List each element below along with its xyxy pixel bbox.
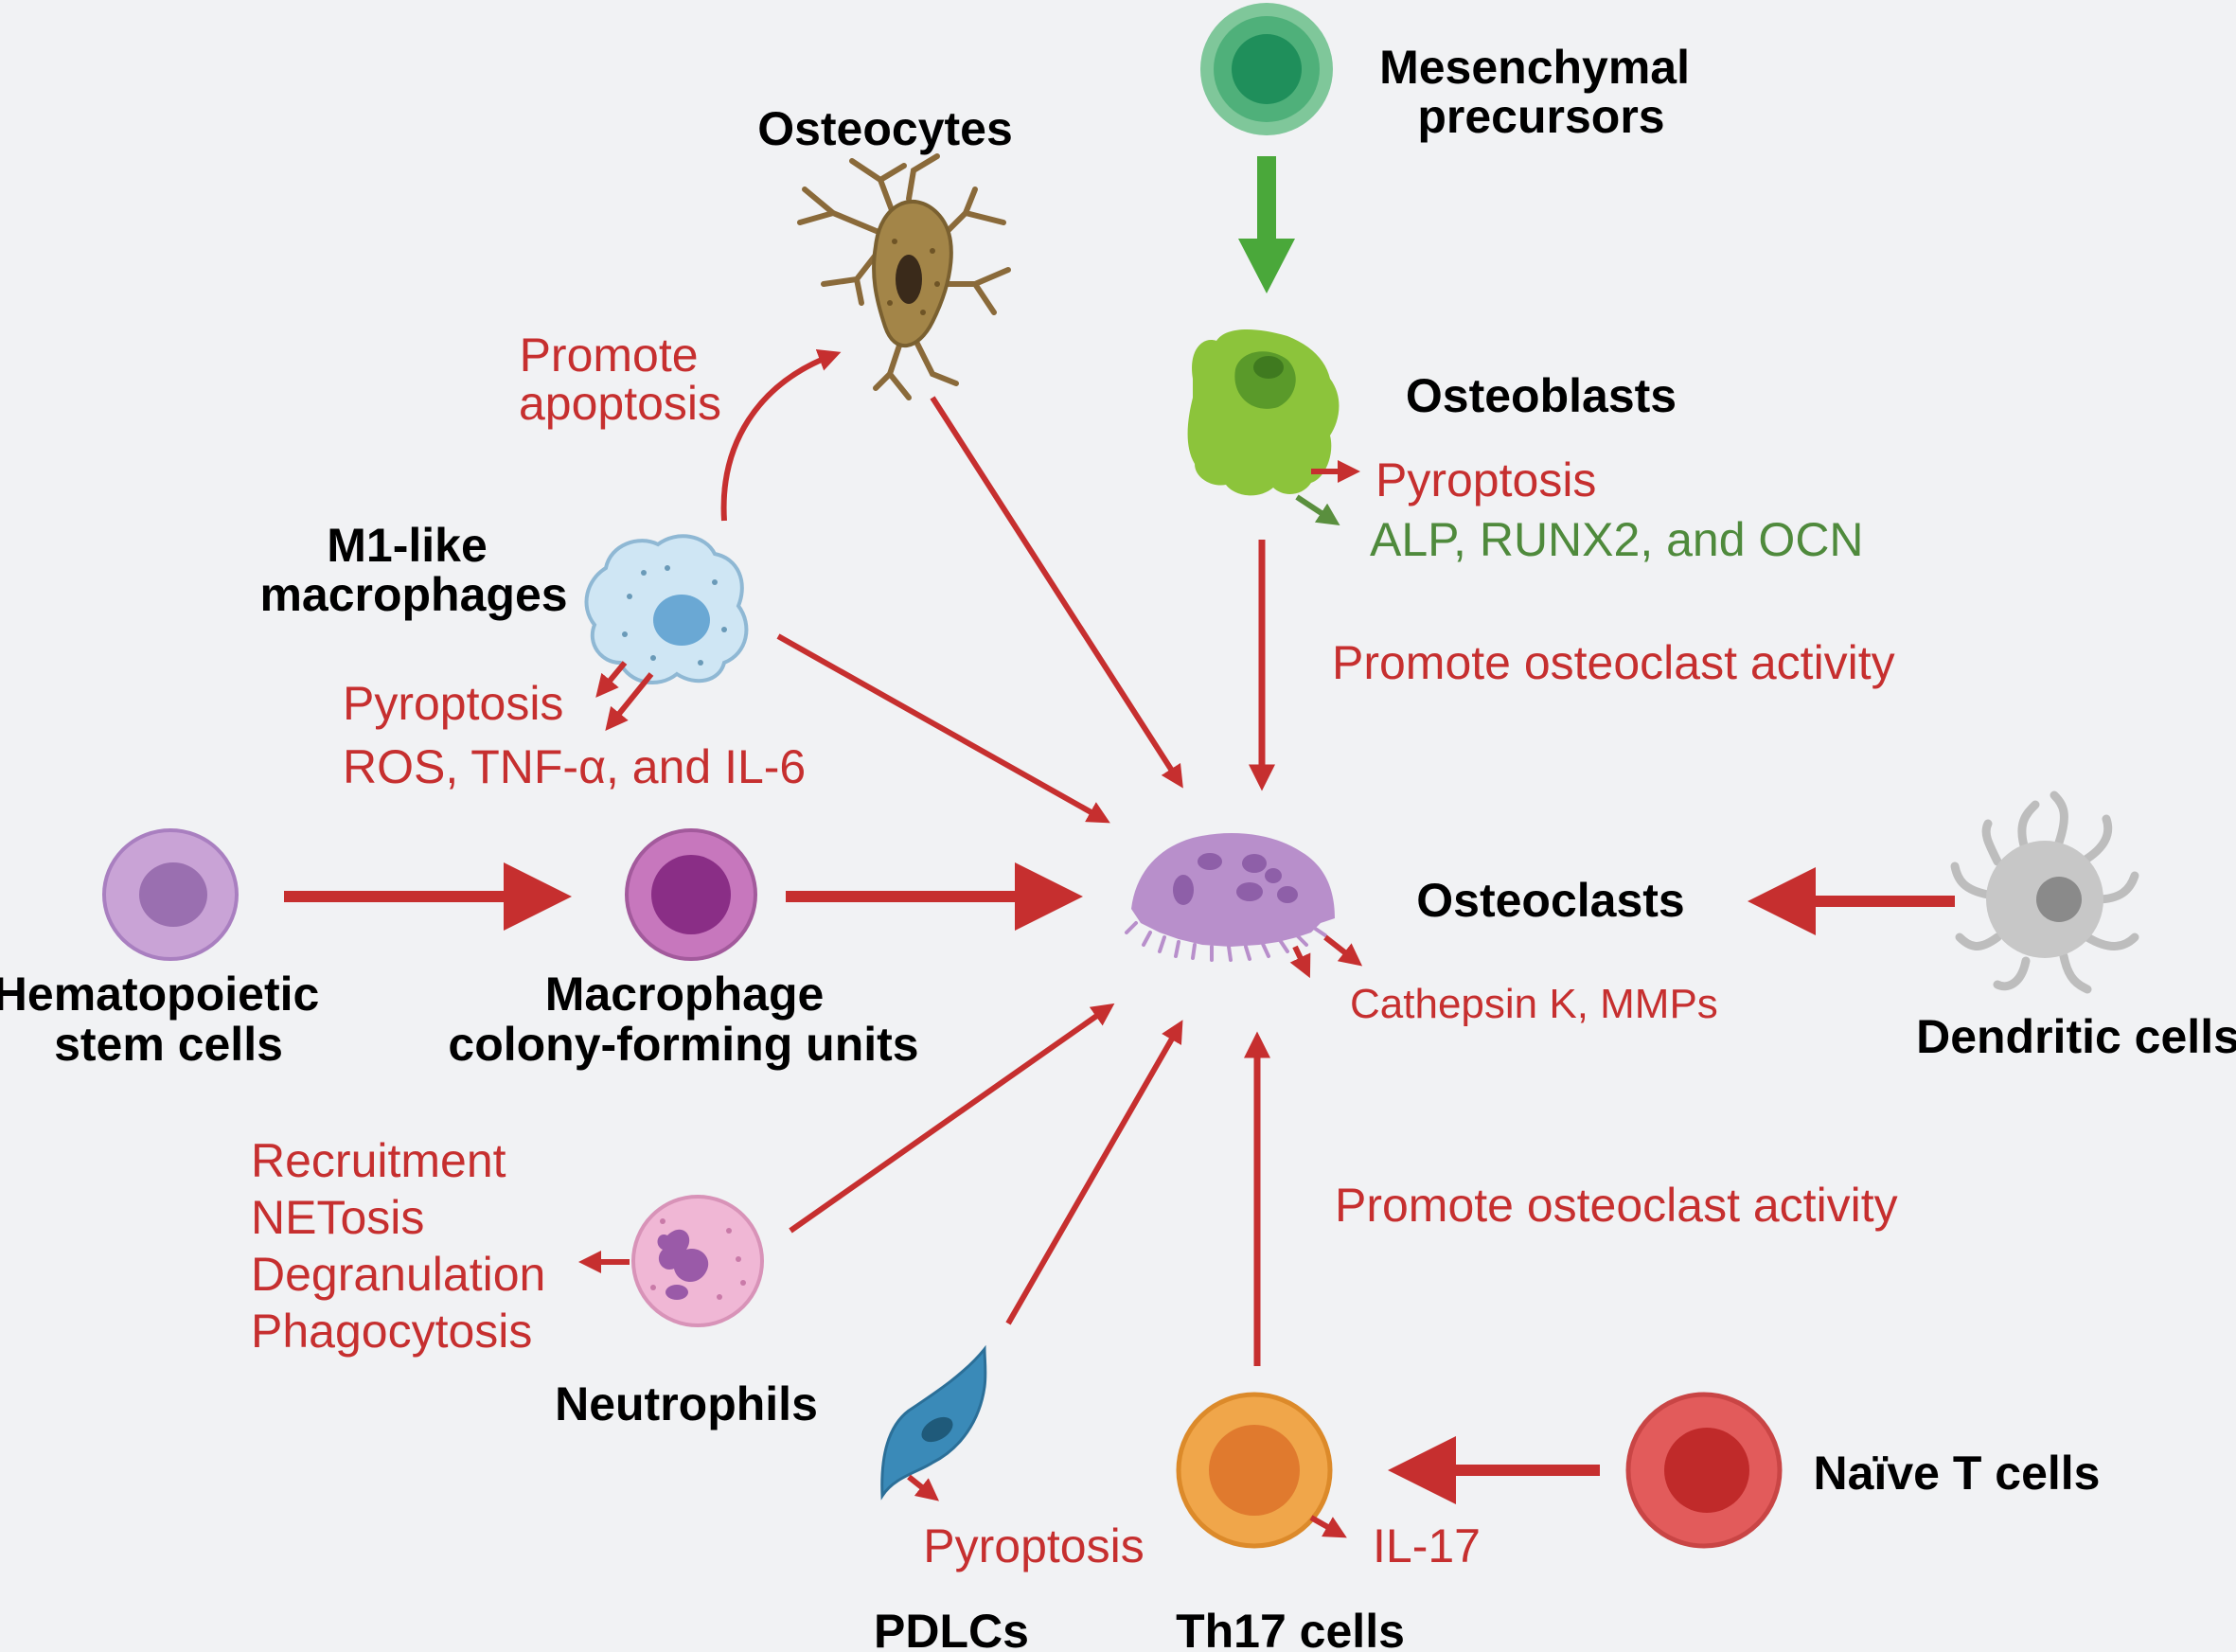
mesenchymal-label: Mesenchymal precursors xyxy=(1379,41,1703,143)
neutrophil-effects-label: Recruitment NETosis Degranulation Phagoc… xyxy=(251,1134,559,1358)
m1-macrophages-line1: M1-like xyxy=(327,519,488,572)
macrophage-cytokines-label: ROS, TNF-α, and IL-6 xyxy=(343,740,806,793)
osteoblast-cell-icon xyxy=(1187,329,1340,496)
mesenchymal-precursor-cell-icon xyxy=(1200,3,1333,135)
osteocytes-label: Osteocytes xyxy=(757,102,1013,155)
pdlc-cell-icon xyxy=(880,1344,987,1501)
mesenchymal-label-line2: precursors xyxy=(1417,90,1664,143)
hsc-label: Hematopoietic stem cells xyxy=(0,968,332,1071)
osteoclasts-label: Osteoclasts xyxy=(1416,874,1684,927)
osteoclast-enzyme-arrow-1 xyxy=(1289,945,1311,979)
th17-cell-icon xyxy=(1176,1392,1333,1549)
neutrophil-effect-netosis: NETosis xyxy=(251,1191,424,1244)
promote-apoptosis-line1: Promote xyxy=(520,329,699,382)
osteoblast-markers-arrow xyxy=(1295,494,1340,525)
naive-t-cell-icon xyxy=(1625,1392,1783,1549)
promote-apoptosis-line2: apoptosis xyxy=(519,377,721,430)
mcfu-label-line1: Macrophage xyxy=(545,968,825,1021)
macrophage-cfu-cell-icon xyxy=(625,828,757,961)
osteoclast-enzyme-arrow-2 xyxy=(1323,934,1363,967)
macrophage-to-osteocyte-arrow xyxy=(720,349,842,522)
m1-macrophages-label: M1-like macrophages xyxy=(259,519,567,621)
neutrophil-effect-phagocytosis: Phagocytosis xyxy=(251,1305,532,1358)
osteoclast-cell-icon xyxy=(1125,833,1335,962)
osteoblast-markers-label: ALP, RUNX2, and OCN xyxy=(1370,513,1864,566)
neutrophil-to-osteoclast-arrow xyxy=(789,1003,1115,1234)
mesenchymal-label-line1: Mesenchymal xyxy=(1379,41,1690,94)
mesenchymal-to-osteoblast-arrow xyxy=(1238,156,1295,293)
pdlc-pyroptosis-label: Pyroptosis xyxy=(923,1519,1144,1572)
promote-activity-top-label: Promote osteoclast activity xyxy=(1332,636,1895,689)
promote-apoptosis-label: Promote apoptosis xyxy=(519,329,721,430)
hsc-label-line2: stem cells xyxy=(54,1018,283,1071)
dendritic-label: Dendritic cells xyxy=(1916,1010,2236,1063)
osteoblast-pyroptosis-label: Pyroptosis xyxy=(1375,453,1596,506)
osteoblasts-label: Osteoblasts xyxy=(1406,369,1677,422)
macrophage-pyroptosis-arrow xyxy=(595,661,628,698)
mcfu-label: Macrophage colony-forming units xyxy=(448,968,918,1071)
m1-macrophage-cell-icon xyxy=(584,534,749,684)
neutrophil-cell-icon xyxy=(631,1195,764,1327)
th17-il17-arrow xyxy=(1309,1515,1347,1538)
promote-activity-bottom-label: Promote osteoclast activity xyxy=(1335,1179,1898,1232)
naive-t-label: Naïve T cells xyxy=(1814,1447,2101,1500)
pdlc-to-osteoclast-arrow xyxy=(1005,1020,1183,1325)
neutrophil-effect-recruitment: Recruitment xyxy=(251,1134,506,1187)
neutrophil-effect-degranulation: Degranulation xyxy=(251,1248,545,1301)
hsc-label-line1: Hematopoietic xyxy=(0,968,319,1021)
neutrophils-label: Neutrophils xyxy=(555,1377,818,1430)
th17-label: Th17 cells xyxy=(1176,1605,1405,1652)
macrophage-to-osteoclast-arrow xyxy=(776,633,1110,824)
pdlc-pyroptosis-arrow xyxy=(907,1474,940,1501)
osteocyte-to-osteoclast-arrow xyxy=(930,396,1183,789)
macrophage-cytokine-arrow xyxy=(605,672,654,731)
m1-macrophages-line2: macrophages xyxy=(259,568,567,621)
mcfu-label-line2: colony-forming units xyxy=(448,1018,918,1071)
hematopoietic-stem-cell-icon xyxy=(102,828,239,961)
dendritic-cell-icon xyxy=(1950,790,2139,994)
pdlcs-label: PDLCs xyxy=(874,1605,1029,1652)
th17-il17-label: IL-17 xyxy=(1373,1519,1481,1572)
osteoclast-enzymes-label: Cathepsin K, MMPs xyxy=(1350,981,1718,1027)
macrophage-pyroptosis-label: Pyroptosis xyxy=(343,677,563,730)
osteocyte-cell-icon xyxy=(797,153,1011,400)
